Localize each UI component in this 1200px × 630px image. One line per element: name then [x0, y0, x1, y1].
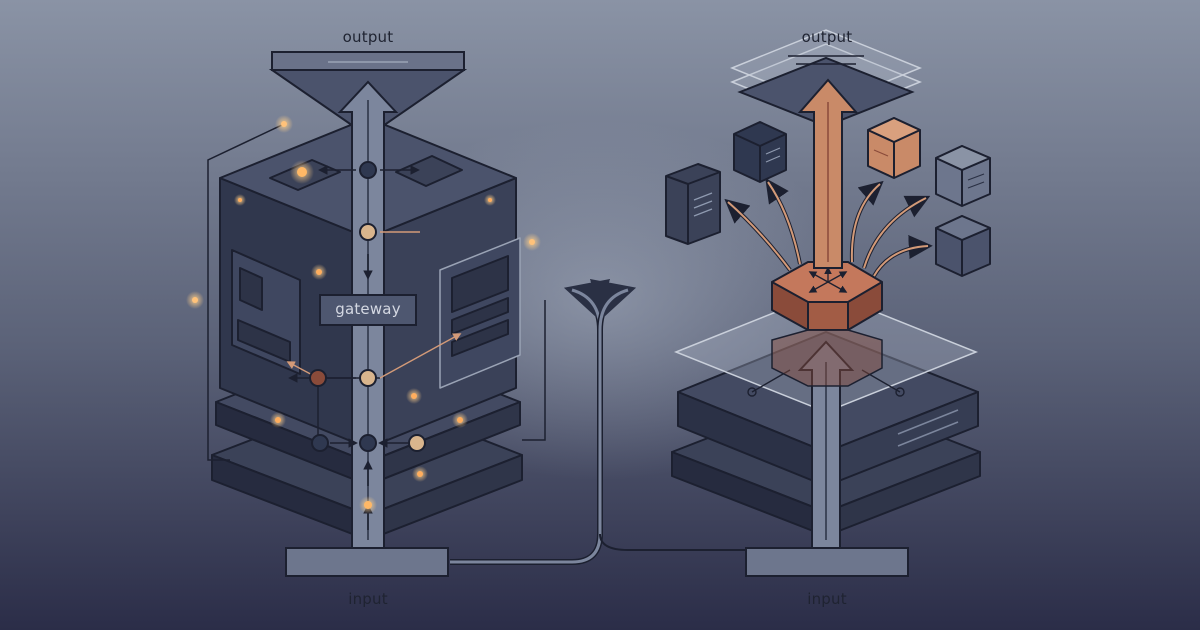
right-output-panes [729, 29, 923, 128]
left-node-links [288, 165, 420, 530]
fork-arrow-icon [450, 279, 748, 565]
left-output-label: output [342, 28, 394, 46]
gateway-box [319, 294, 417, 326]
right-fanout-arrows-fill [727, 181, 929, 277]
cube-icon [733, 117, 991, 277]
left-circuit-lines [207, 123, 546, 461]
right-output-arrow [797, 78, 859, 269]
router-hub-icon [771, 261, 883, 331]
light-dot-icon [186, 115, 541, 514]
gateway-label: gateway [335, 300, 401, 318]
hub-shadow [771, 329, 883, 387]
right-input-label: input [807, 590, 847, 608]
left-nodes [309, 161, 426, 452]
right-input-arrow [745, 340, 909, 577]
left-input-label: input [348, 590, 388, 608]
right-output-label: output [801, 28, 853, 46]
server-block-icon [665, 163, 721, 245]
